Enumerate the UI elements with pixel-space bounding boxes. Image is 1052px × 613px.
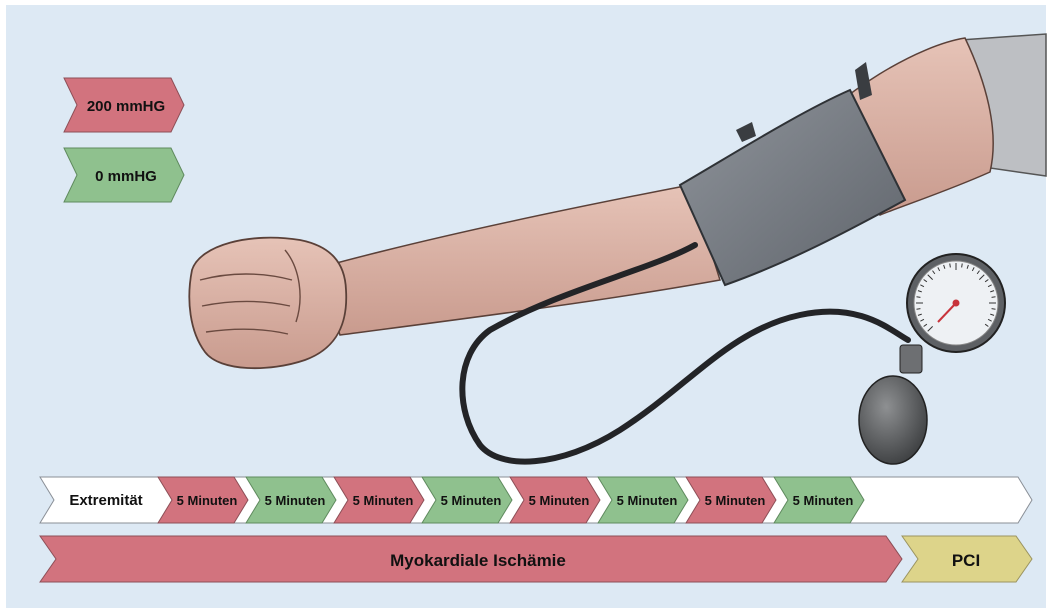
legend-item-inflated: 200 mmHG: [64, 78, 184, 132]
step-8-label: 5 Minuten: [793, 493, 854, 508]
step-6-label: 5 Minuten: [617, 493, 678, 508]
step-5-label: 5 Minuten: [529, 493, 590, 508]
step-7-label: 5 Minuten: [705, 493, 766, 508]
extremity-label: Extremität: [69, 492, 142, 509]
cuff-strap: [736, 122, 756, 142]
gauge-tick: [916, 297, 920, 298]
bottom-row: Myokardiale Ischämie PCI: [40, 536, 1032, 582]
gauge-tick: [992, 309, 996, 310]
inflation-bulb: [859, 376, 927, 464]
arm-illustration: [189, 34, 1046, 464]
step-3-label: 5 Minuten: [353, 493, 414, 508]
step-2-label: 5 Minuten: [265, 493, 326, 508]
pci-label: PCI: [952, 551, 980, 570]
step-1-label: 5 Minuten: [177, 493, 238, 508]
legend: 200 mmHG 0 mmHG: [64, 78, 184, 202]
gauge-tick: [992, 297, 996, 298]
gauge-tick: [962, 263, 963, 267]
step-4-label: 5 Minuten: [441, 493, 502, 508]
ischemia-label: Myokardiale Ischämie: [390, 551, 566, 570]
gauge-tick: [950, 263, 951, 267]
pressure-gauge: [907, 254, 1005, 352]
legend-label-0: 0 mmHG: [95, 168, 157, 185]
legend-item-deflated: 0 mmHG: [64, 148, 184, 202]
bulb-valve: [900, 345, 922, 373]
protocol-timeline: Extremität 5 Minuten 5 Minuten 5 Minuten 5 M…: [40, 477, 1032, 523]
legend-label-200: 200 mmHG: [87, 98, 165, 115]
gauge-tick: [916, 309, 920, 310]
